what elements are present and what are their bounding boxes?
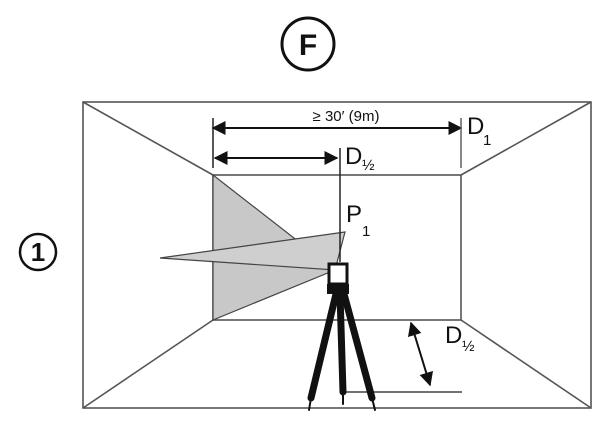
step-number: 1 <box>31 237 45 267</box>
tripod <box>307 290 376 411</box>
label-d1: D 1 <box>467 113 491 149</box>
svg-text:½: ½ <box>362 157 375 174</box>
label-d-half-top: D ½ <box>345 143 375 174</box>
distance-arrow-full <box>211 118 463 168</box>
distance-label: ≥ 30′ (9m) <box>313 108 380 125</box>
step-badge: 1 <box>18 232 58 272</box>
label-d-half-right: D ½ <box>445 322 475 355</box>
section-letter: F <box>299 29 317 62</box>
laser-level-device <box>327 262 349 294</box>
svg-text:1: 1 <box>362 223 370 240</box>
svg-text:D: D <box>345 143 362 170</box>
label-p1: P 1 <box>346 201 370 240</box>
svg-text:D: D <box>467 113 484 140</box>
height-arrow <box>340 321 462 393</box>
svg-text:½: ½ <box>462 338 475 355</box>
svg-text:D: D <box>445 322 462 349</box>
svg-text:P: P <box>346 201 362 228</box>
svg-text:1: 1 <box>483 132 491 149</box>
section-badge: F <box>280 16 336 72</box>
